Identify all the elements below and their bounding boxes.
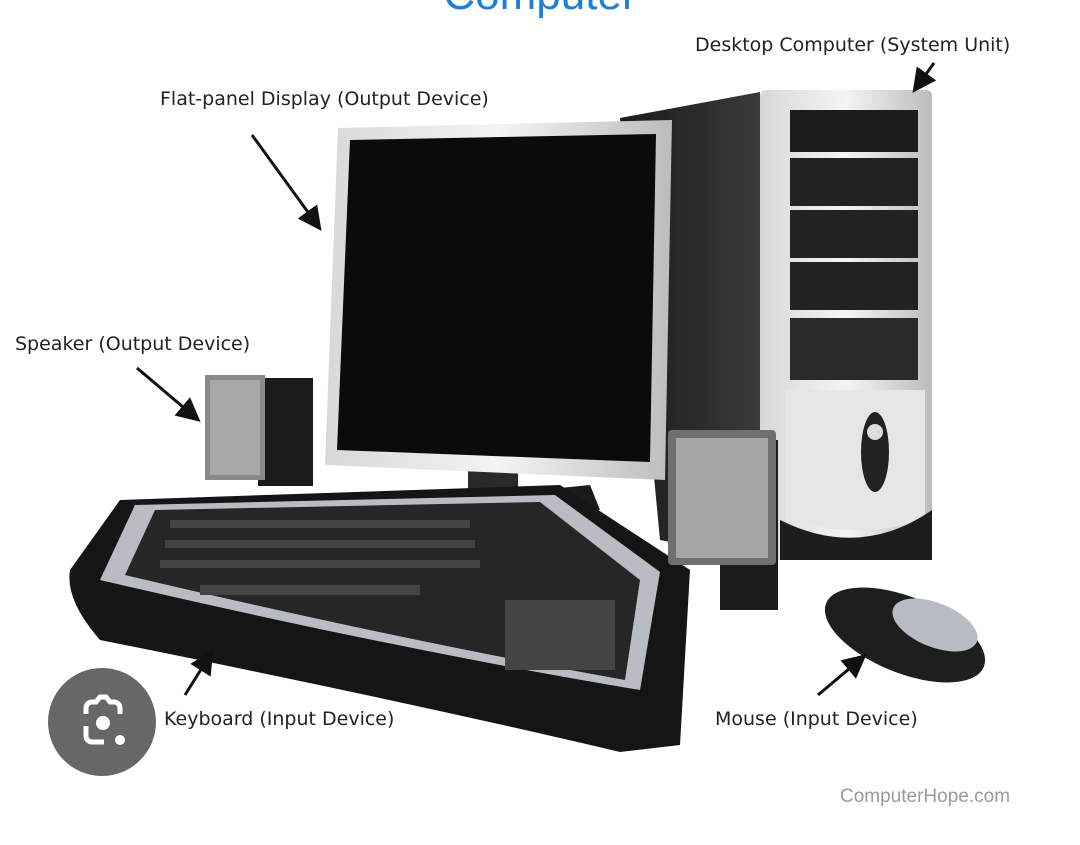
mouse [824,587,986,683]
speaker-arrow [136,366,201,422]
mouse-arrow [817,654,867,697]
display-arrow [250,134,322,231]
speaker-label: Speaker (Output Device) [15,333,251,355]
google-lens-icon [83,694,125,745]
system-unit-label: Desktop Computer (System Unit) [695,34,1011,56]
system-unit-arrow [912,62,937,93]
keyboard-label: Keyboard (Input Device) [164,708,395,730]
flat-panel-display [325,120,672,530]
keyboard [69,485,690,752]
credit-watermark: ComputerHope.com [840,786,1011,807]
mouse-label: Mouse (Input Device) [715,708,918,730]
keyboard-arrow [183,649,214,696]
diagram-title: Computer [0,0,1080,20]
google-lens-button[interactable] [48,668,156,776]
display-label: Flat-panel Display (Output Device) [160,88,489,110]
speaker-right [668,430,778,610]
speaker-left [205,375,313,486]
